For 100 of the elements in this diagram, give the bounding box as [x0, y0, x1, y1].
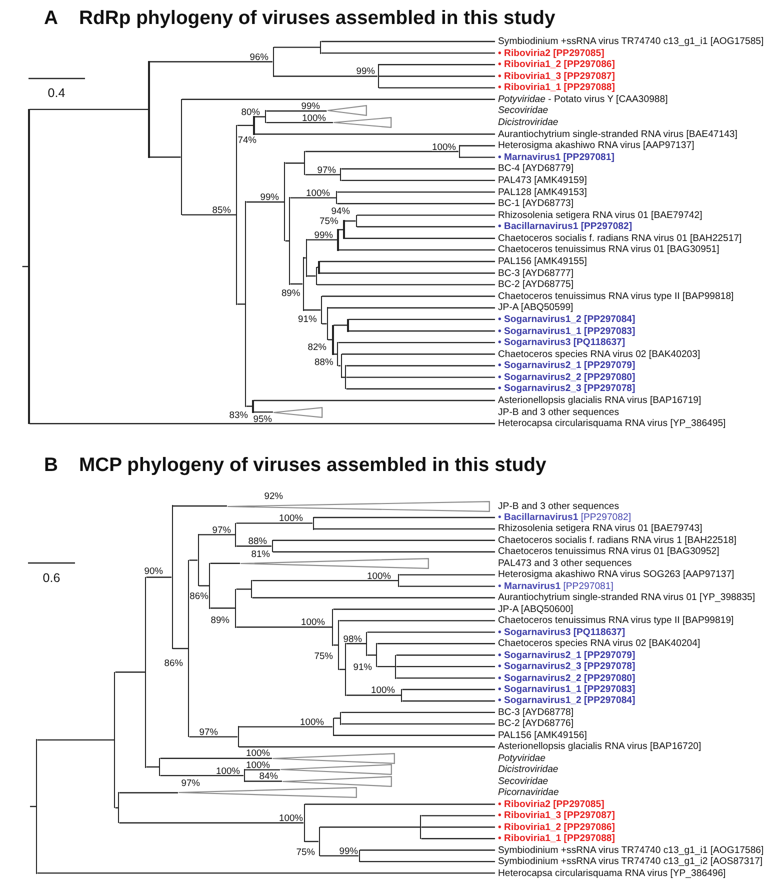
- panel-title: MCP phylogeny of viruses assembled in this study: [79, 454, 546, 476]
- bootstrap-value: 96%: [250, 52, 268, 61]
- bootstrap-value: 100%: [246, 748, 270, 758]
- panel-title: RdRp phylogeny of viruses assembled in this study: [79, 7, 556, 29]
- tree-branch: [338, 229, 344, 230]
- bootstrap-value: 99%: [356, 66, 375, 75]
- tree-branch: [30, 108, 148, 110]
- tree-branch: [338, 365, 340, 366]
- taxon-label: • Bacillarnavirus1 [PP297082]: [495, 512, 631, 523]
- bootstrap-value: 97%: [181, 778, 200, 786]
- tree-branch: [236, 522, 312, 524]
- tree-branch: [119, 792, 178, 794]
- taxon-label: • Marnavirus1 [PP297081]: [495, 580, 614, 592]
- tree-branch: [322, 296, 495, 297]
- taxon-label: • Sogarnavirus1_2 [PP297084]: [495, 695, 636, 706]
- taxon-label: Chaetoceros species RNA virus 02 [BAK40204]: [495, 638, 700, 650]
- tree-branch: [337, 203, 495, 204]
- bootstrap-value: 94%: [331, 206, 350, 216]
- taxon-label: Asterionellopsis glacialis RNA virus [BAP16720]: [495, 741, 702, 752]
- tree-branch: [314, 528, 495, 530]
- taxon-label: • Riboviria1_2 [PP297086]: [495, 59, 615, 70]
- tree-branch: [237, 124, 254, 126]
- tree-branch: [238, 746, 495, 748]
- tree-branch: [341, 712, 495, 714]
- taxon-label: Heterocapsa circularisquama RNA virus [YP_386496]: [495, 868, 726, 879]
- taxon-label: PAL156 [AMK49156]: [495, 730, 587, 741]
- clade-label: JP-B and 3 other sequences: [497, 406, 620, 418]
- bootstrap-value: 80%: [241, 106, 260, 116]
- bootstrap-value: 98%: [343, 634, 362, 642]
- tree-branch: [274, 46, 320, 48]
- scale-value: 0.6: [42, 571, 60, 585]
- tree-branch: [328, 307, 495, 308]
- taxon-label: • Sogarnavirus2_3 [PP297078]: [495, 661, 636, 672]
- tree-branch: [328, 339, 332, 340]
- tree-branch: [341, 180, 495, 182]
- tree-branch: [150, 156, 181, 158]
- tree-branch: [182, 214, 236, 216]
- taxon-label: Symbiodinium +ssRNA virus TR74740 c13_g1_i1 [AOG17586]: [495, 844, 764, 856]
- tree-branch: [198, 534, 235, 536]
- taxon-label: Chaetoceros tenuissimus RNA virus 01 [BAG30952]: [495, 546, 720, 558]
- tree-branch: [367, 632, 495, 633]
- tree-branch: [254, 134, 495, 135]
- taxon-label: BC-3 [AYD68777]: [495, 268, 574, 279]
- tree-branch: [30, 423, 495, 424]
- tree-branch: [460, 156, 495, 158]
- tree-branch: [421, 838, 495, 840]
- tree-branch: [189, 560, 198, 561]
- taxon-label: Symbiodinium +ssRNA virus TR74740 c13_g1_i1 [AOG17585]: [495, 36, 764, 47]
- bootstrap-value: 88%: [314, 356, 334, 366]
- tree-branch: [246, 201, 284, 203]
- tree-branch: [274, 76, 378, 77]
- bootstrap-value: 100%: [301, 617, 325, 626]
- tree-branch: [399, 586, 495, 587]
- clade-label: Secoviridae: [497, 105, 548, 116]
- taxon-label: • Sogarnavirus3 [PQ118637]: [495, 626, 626, 638]
- taxon-label: • Sogarnavirus2_2 [PP297080]: [495, 372, 636, 383]
- bootstrap-value: 89%: [210, 614, 230, 624]
- taxon-label: Aurantiochytrium single-stranded RNA virus [BAE47143]: [495, 128, 738, 140]
- tree-branch: [285, 162, 304, 164]
- tree-branch: [334, 718, 340, 719]
- tree-branch: [396, 666, 495, 668]
- collapsed-clade-triangle: [227, 500, 490, 512]
- taxon-label: Chaetoceros socialis f. radians RNA virus 1 [BAH22518]: [495, 534, 736, 546]
- collapsed-clade-triangle: [326, 105, 367, 116]
- tree-branch: [378, 87, 495, 88]
- taxon-label: • Sogarnavirus1_1 [PP297083]: [495, 684, 636, 696]
- tree-branch: [172, 648, 188, 650]
- bootstrap-value: 100%: [246, 760, 270, 769]
- tree-branch: [346, 388, 495, 390]
- tree-branch: [338, 249, 495, 251]
- taxon-label: BC-1 [AYD68773]: [495, 198, 574, 210]
- taxon-label: Chaetoceros socialis f. radians RNA virus 01 [BAH22517]: [495, 232, 742, 244]
- tree-branch: [357, 214, 495, 216]
- tree-branch: [334, 324, 348, 326]
- taxon-label: • Sogarnavirus2_1 [PP297079]: [495, 360, 636, 372]
- tree-branch: [344, 220, 356, 222]
- tree-branch: [189, 736, 238, 738]
- tree-branch: [402, 688, 495, 690]
- tree-branch: [304, 840, 318, 842]
- tree-branch: [172, 505, 227, 507]
- taxon-label: • Riboviria1_3 [PP297087]: [495, 70, 615, 82]
- taxon-label: • Sogarnavirus2_3 [PP297078]: [495, 383, 636, 394]
- taxon-label: Chaetoceros tenuissimus RNA virus type II [BAP99819]: [495, 615, 734, 626]
- tree-branch: [305, 150, 458, 152]
- tree-branch: [337, 191, 495, 193]
- tree-branch: [252, 597, 495, 598]
- tree-branch: [304, 804, 495, 805]
- taxon-label: • Sogarnavirus3 [PQ118637]: [495, 337, 626, 348]
- taxon-label: • Riboviria2 [PP297085]: [495, 48, 604, 59]
- tree-branch: [344, 238, 495, 239]
- bootstrap-value: 97%: [317, 164, 336, 174]
- panel-letter: B: [44, 454, 58, 476]
- tree-branch: [348, 330, 495, 332]
- tree-branch: [238, 726, 332, 728]
- clade-label: PAL473 and 3 other sequences: [497, 558, 632, 569]
- bootstrap-value: 85%: [212, 204, 231, 214]
- tree-branch: [396, 654, 495, 656]
- taxon-label: JP-A [ABQ50599]: [495, 302, 574, 314]
- tree-branch: [421, 826, 495, 828]
- tree-branch: [146, 766, 159, 768]
